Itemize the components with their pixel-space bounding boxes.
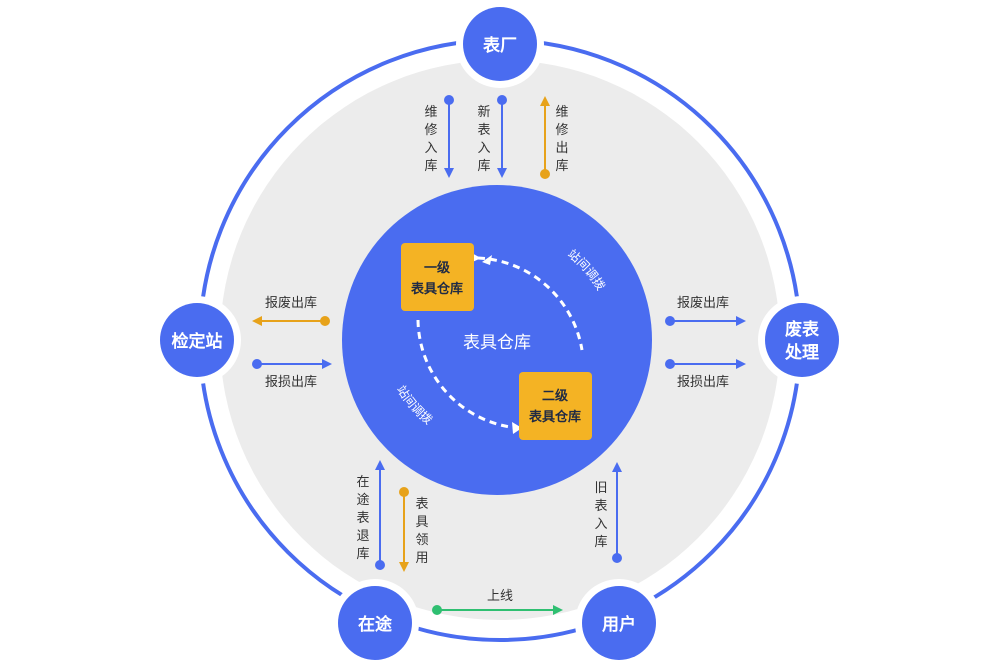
transfer-arc-top-head — [482, 255, 492, 265]
level1-warehouse-box — [401, 243, 474, 311]
label-new-in-2: 表 — [477, 123, 490, 138]
user-node: 用户 — [575, 579, 663, 667]
label-repair-in-3: 入 — [424, 141, 437, 156]
label-scrap-out-left: 报废出库 — [265, 295, 317, 311]
label-old-in-1: 旧 — [594, 481, 607, 496]
label-repair-in-1: 维 — [424, 105, 437, 120]
label-meter-issue-3: 领 — [415, 533, 428, 548]
scrap-processing-line2: 处理 — [784, 342, 819, 363]
label-transit-return-5: 库 — [356, 546, 369, 562]
inspection-station-label: 检定站 — [172, 331, 223, 352]
label-transit-return-1: 在 — [356, 475, 369, 490]
label-old-in-2: 表 — [594, 499, 607, 514]
scrap-processing-node: 废表 处理 — [758, 296, 846, 384]
label-old-in-3: 入 — [594, 517, 607, 532]
label-transit-return-4: 退 — [356, 529, 369, 544]
transfer-arc-bottom-head — [512, 422, 522, 434]
label-meter-issue-4: 用 — [415, 551, 428, 566]
scrap-processing-line1: 废表 — [785, 319, 820, 340]
label-repair-in-2: 修 — [424, 123, 437, 138]
user-label: 用户 — [602, 614, 636, 635]
flow-meter-issue — [399, 487, 409, 572]
flow-damage-out-right — [665, 359, 746, 369]
label-online: 上线 — [487, 589, 513, 604]
label-transit-return-3: 表 — [356, 511, 369, 526]
label-repair-in-4: 库 — [424, 158, 437, 174]
inspection-station-node: 检定站 — [153, 296, 241, 384]
flow-scrap-out-left — [252, 316, 330, 326]
label-repair-out-3: 出 — [555, 141, 568, 156]
flow-repair-out — [540, 96, 550, 179]
transit-label: 在途 — [358, 614, 393, 635]
center-warehouse-label: 表具仓库 — [463, 333, 531, 353]
transit-node: 在途 — [331, 579, 419, 667]
level2-warehouse-box — [519, 372, 592, 440]
level2-warehouse-line2: 表具仓库 — [528, 409, 581, 425]
factory-label: 表厂 — [483, 35, 517, 56]
factory-node: 表厂 — [456, 0, 544, 88]
label-damage-out-left: 报损出库 — [265, 374, 317, 390]
flow-scrap-out-right — [665, 316, 746, 326]
label-new-in-1: 新 — [477, 104, 490, 120]
level1-warehouse-line2: 表具仓库 — [410, 281, 463, 297]
label-meter-issue-1: 表 — [415, 497, 428, 512]
flow-damage-out-left — [252, 359, 332, 369]
label-damage-out-right: 报损出库 — [677, 374, 729, 390]
flow-new-in — [497, 95, 507, 178]
label-new-in-4: 库 — [477, 158, 490, 174]
flow-repair-in — [444, 95, 454, 178]
flow-old-in — [612, 462, 622, 563]
label-scrap-out-right: 报废出库 — [677, 295, 729, 311]
level1-warehouse-line1: 一级 — [424, 260, 451, 276]
label-repair-out-2: 修 — [555, 123, 568, 138]
label-meter-issue-2: 具 — [415, 515, 428, 530]
label-old-in-4: 库 — [594, 534, 607, 550]
flow-online — [432, 605, 563, 615]
label-repair-out-4: 库 — [555, 158, 568, 174]
level2-warehouse-line1: 二级 — [542, 388, 569, 404]
label-new-in-3: 入 — [477, 141, 490, 156]
label-repair-out-1: 维 — [555, 105, 568, 120]
label-transit-return-2: 途 — [356, 492, 369, 508]
flow-transit-return — [375, 460, 385, 570]
